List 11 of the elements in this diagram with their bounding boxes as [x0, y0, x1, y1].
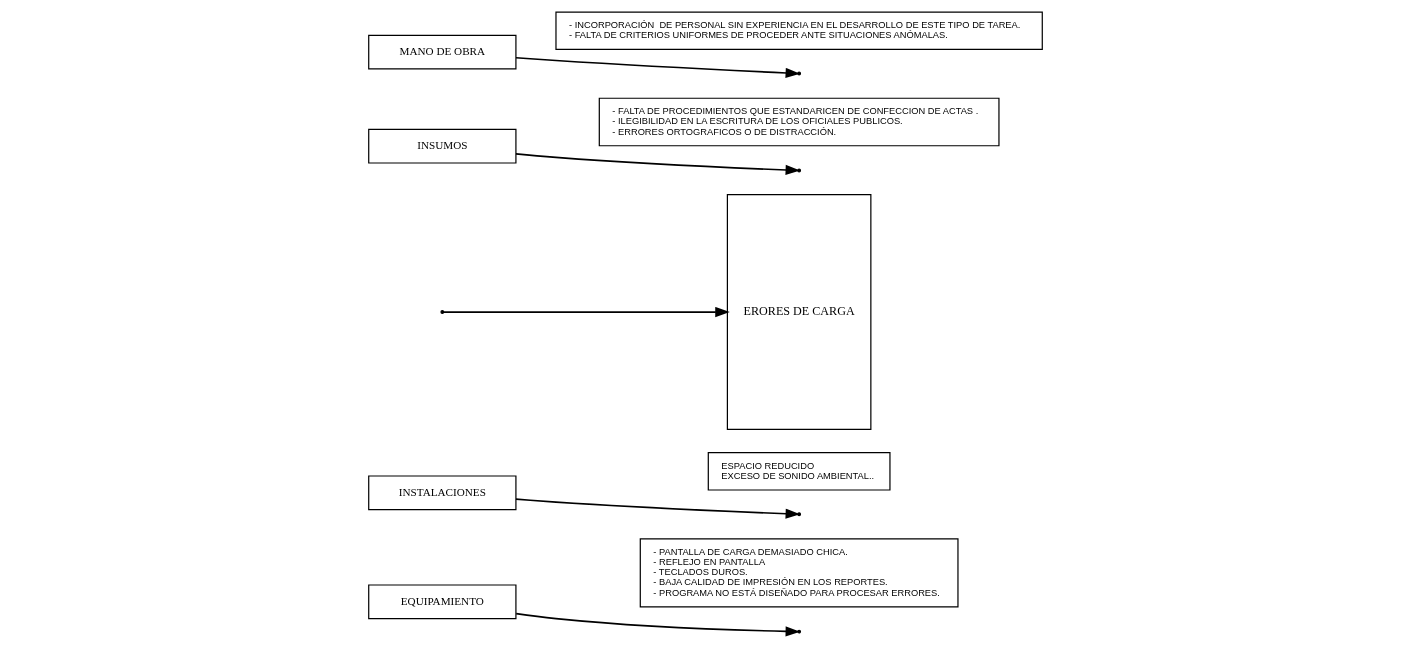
node-box: INSTALACIONES — [367, 475, 517, 511]
node-box: INSUMOS — [367, 128, 517, 164]
node-box: - INCORPORACIÓN DE PERSONAL SIN EXPERIENCIA EN EL DESARROLLO DE ESTE TIPO DE TAREA. - FALTA DE CRITERIOS UNIFORMES DE PROCEDER ANTE SITUACIONES ANÓMALAS. — [554, 11, 1043, 50]
arrow — [514, 498, 800, 519]
node-box: - PANTALLA DE CARGA DEMASIADO CHICA. - REFLEJO EN PANTALLA - TECLADOS DUROS. - BAJA CALIDAD DE IMPRESIÓN EN LOS REPORTES. - PROGRAMA NO ESTÁ DISEÑADO PARA PROCESAR ERRORES. — [639, 538, 959, 608]
node-box: - FALTA DE PROCEDIMIENTOS QUE ESTANDARICEN DE CONFECCION DE ACTAS . - ILEGIBILIDAD EN LA ESCRITURA DE LOS OFICIALES PUBLICOS. - ERRORES ORTOGRAFICOS O DE DISTRACCIÓN. — [598, 97, 1000, 147]
node-box: ERORES DE CARGA — [726, 194, 871, 431]
node-box: EQUIPAMIENTO — [367, 584, 517, 620]
node-box: MANO DE OBRA — [367, 34, 517, 70]
node-box: ESPACIO REDUCIDO EXCESO DE SONIDO AMBIENTAL.. — [707, 452, 891, 491]
arrow — [442, 306, 730, 318]
